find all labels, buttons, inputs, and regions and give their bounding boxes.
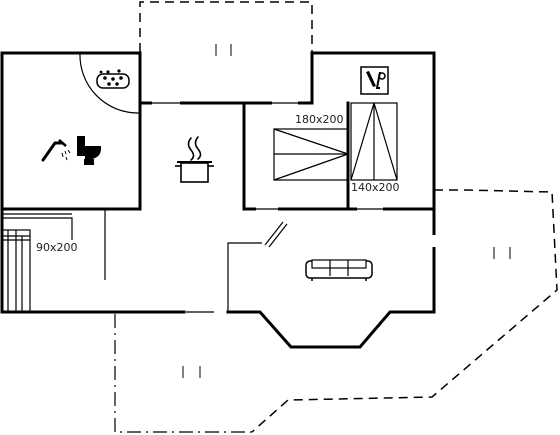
bed-90x200-label: 90x200 <box>36 241 78 254</box>
bed-180x200 <box>273 128 349 181</box>
bed-140x200 <box>350 102 398 181</box>
terrace-top <box>139 1 313 52</box>
sliding-door <box>264 221 284 246</box>
bed-140x200-label: 140x200 <box>351 181 400 194</box>
sliding-door-2 <box>268 223 288 248</box>
shower-icon <box>41 139 71 162</box>
exterior-wall <box>0 51 436 349</box>
living-room-wall <box>227 242 262 312</box>
cooking-pot-icon <box>175 136 214 183</box>
toilet-icon <box>77 136 102 165</box>
bathroom-wall <box>0 101 142 211</box>
bathroom-door-swing <box>79 52 140 114</box>
jacuzzi-icon <box>96 69 130 89</box>
sofa-icon <box>305 259 373 281</box>
bed-180x200-label: 180x200 <box>295 113 344 126</box>
terrace-marker-icon <box>182 44 511 378</box>
bed-90x200 <box>1 213 73 313</box>
terrace-bottom <box>114 314 252 433</box>
terrace-right <box>251 189 558 433</box>
wine-icon <box>360 66 389 95</box>
